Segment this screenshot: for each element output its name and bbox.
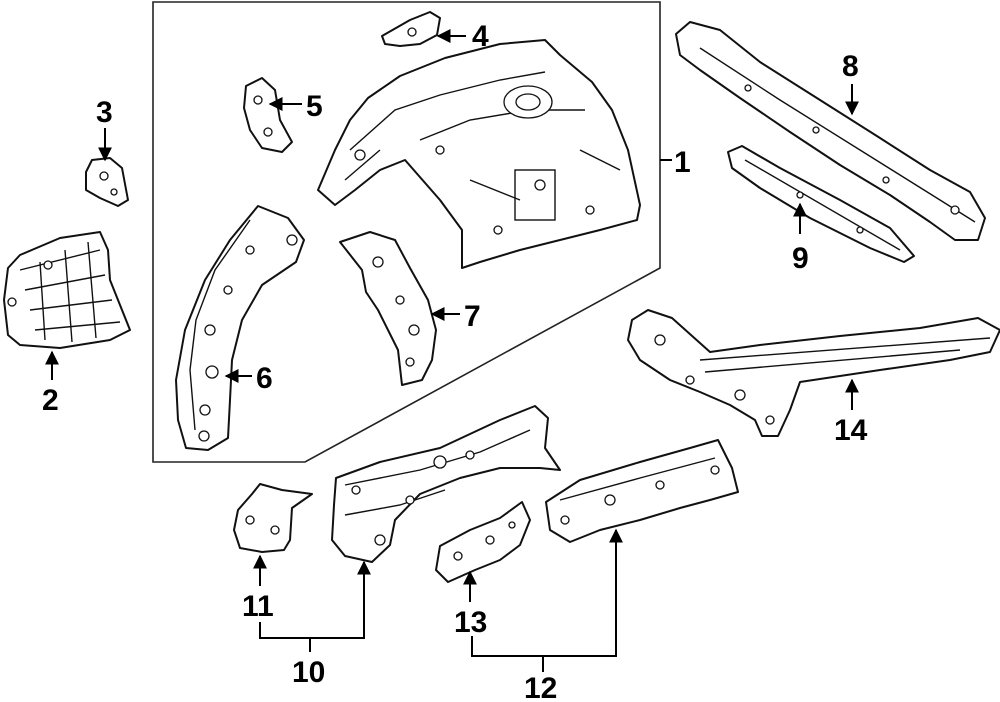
callout-1: 1: [674, 146, 691, 179]
callout-6: 6: [256, 362, 273, 395]
callout-9: 9: [792, 242, 809, 275]
part-10-floor-member: [331, 405, 561, 563]
part-5-gusset: [243, 77, 293, 153]
callout-7: 7: [464, 300, 481, 333]
part-12-floor-member: [545, 439, 739, 543]
callout-8: 8: [842, 50, 859, 83]
callout-2: 2: [42, 384, 59, 417]
part-4-bracket: [381, 11, 441, 47]
assembly-1-frame: [152, 1, 661, 463]
part-6-arch-reinforcement: [175, 205, 305, 451]
part-1-wheel-housing: [317, 39, 641, 269]
part-13-reinforcement: [435, 501, 531, 583]
part-9-lower-rail: [727, 145, 915, 263]
callout-11: 11: [242, 590, 274, 623]
part-3-bracket: [85, 157, 129, 207]
part-8-upper-rail: [675, 21, 986, 241]
part-14-side-member: [627, 309, 1000, 437]
callout-12: 12: [524, 672, 557, 702]
callout-14: 14: [834, 414, 868, 447]
callout-13: 13: [454, 606, 487, 639]
callout-5: 5: [306, 90, 323, 123]
leader-lines: [45, 29, 859, 672]
callout-10: 10: [292, 656, 325, 689]
part-7-inner-brace: [339, 231, 437, 386]
callout-3: 3: [96, 96, 113, 129]
part-2-extension-panel: [3, 231, 131, 349]
part-11-bracket: [233, 483, 313, 553]
callout-4: 4: [472, 20, 489, 53]
